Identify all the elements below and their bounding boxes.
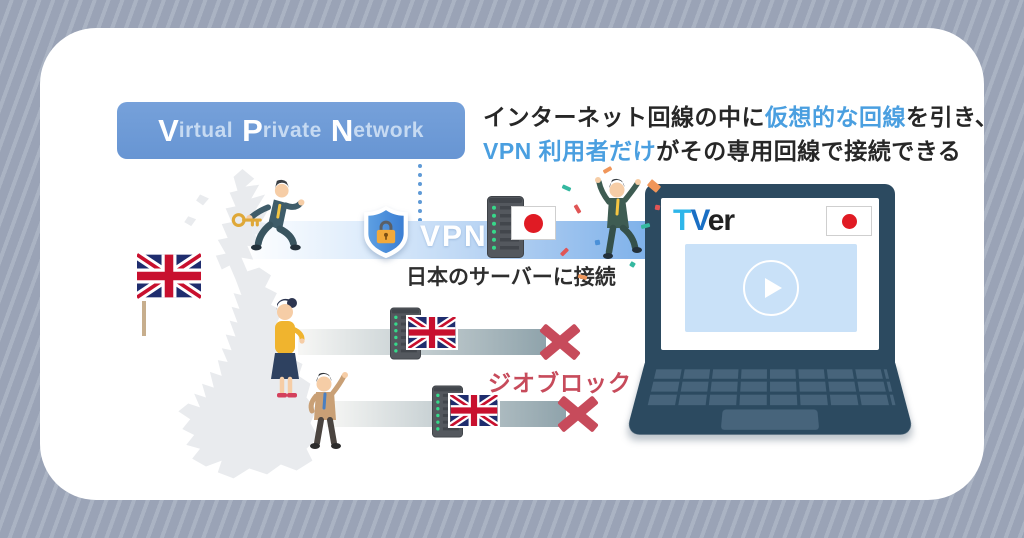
shield-lock-icon [364, 205, 408, 259]
woman-figure [271, 298, 305, 398]
tver-logo: TVer [673, 204, 735, 237]
japan-server-caption: 日本のサーバーに接続 [406, 266, 616, 289]
celebrating-man-figure [595, 177, 642, 259]
keyboard-keys [644, 366, 896, 407]
laptop-keyboard [625, 362, 915, 435]
vpn-tunnel-band [252, 221, 676, 259]
uk-map-silhouette [178, 168, 319, 479]
headline-line2: VPN 利用者だけがその専用回線で接続できる [483, 138, 962, 164]
cross-icon [555, 393, 601, 435]
title-letter-n: N [330, 112, 354, 148]
play-icon [743, 260, 799, 316]
confetti [594, 239, 601, 246]
headline-text: インターネット回線の中に仮想的な回線を引き、 VPN 利用者だけがその専用回線で… [483, 100, 1013, 168]
title-letter-v: V [158, 112, 179, 148]
title-word-etwork: etwork [353, 118, 424, 142]
key-icon [231, 213, 262, 227]
uk-flag-icon [408, 317, 456, 348]
uk-flag-icon [450, 395, 498, 426]
laptop-screen: TVer [661, 198, 879, 350]
headline-line1: インターネット回線の中に仮想的な回線を引き、 [483, 104, 999, 130]
trackpad [720, 409, 820, 430]
title-letter-p: P [242, 112, 263, 148]
geoblock-label: ジオブロック [488, 370, 632, 396]
title-word-rivate: rivate [262, 118, 322, 142]
uk-flag-icon [137, 253, 201, 299]
cross-icon [537, 321, 583, 363]
japan-flag-icon [826, 206, 872, 236]
waving-man-figure [308, 372, 348, 449]
flag-pole [142, 299, 146, 336]
confetti [654, 204, 661, 211]
vpn-tunnel-label: VPN [420, 220, 488, 253]
japan-flag-icon [511, 206, 556, 240]
runner-with-key-figure [231, 179, 305, 251]
title-word-irtual: irtual [178, 118, 234, 142]
video-player [685, 244, 857, 332]
